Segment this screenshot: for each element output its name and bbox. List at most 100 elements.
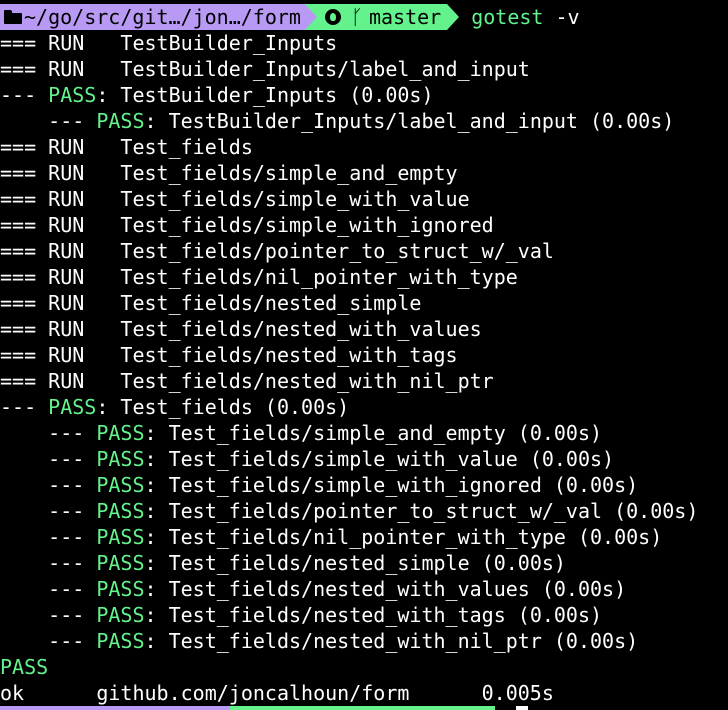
line-prefix: ---: [0, 629, 97, 653]
output-line: === RUN Test_fields/simple_and_empty: [0, 160, 728, 186]
line-text: Test_fields/simple_and_empty: [120, 161, 458, 185]
output-line: === RUN TestBuilder_Inputs: [0, 30, 728, 56]
output-line: --- PASS: TestBuilder_Inputs (0.00s): [0, 82, 728, 108]
line-prefix: ---: [0, 525, 97, 549]
output-line: === RUN Test_fields/simple_with_value: [0, 186, 728, 212]
status-label: PASS: [96, 473, 145, 497]
line-text: Test_fields/nested_with_tags: [120, 343, 458, 367]
output-line: --- PASS: Test_fields/nil_pointer_with_t…: [0, 524, 728, 550]
prompt-path: ~/go/src/git…/jon…/form: [24, 5, 301, 29]
prompt-end-arrow: [447, 4, 460, 30]
line-text: Test_fields/pointer_to_struct_w/_val: [120, 239, 554, 263]
output-line: === RUN Test_fields/nested_with_tags: [0, 342, 728, 368]
output-line: --- PASS: TestBuilder_Inputs/label_and_i…: [0, 108, 728, 134]
line-prefix: === RUN: [0, 317, 121, 341]
line-text: Test_fields/nested_with_values: [120, 317, 482, 341]
folder-icon: [4, 10, 22, 24]
status-label: PASS: [96, 499, 145, 523]
terminal-output: === RUN TestBuilder_Inputs=== RUN TestBu…: [0, 30, 728, 706]
prompt-separator-arrow: [304, 4, 317, 30]
status-label: PASS: [0, 655, 49, 679]
line-text: Test_fields/simple_with_value: [120, 187, 470, 211]
line-text: TestBuilder_Inputs: [120, 31, 338, 55]
status-label: PASS: [96, 603, 145, 627]
next-prompt-git-segment: [230, 706, 495, 710]
line-prefix: === RUN: [0, 57, 121, 81]
line-prefix: === RUN: [0, 291, 121, 315]
output-line: === RUN Test_fields: [0, 134, 728, 160]
status-label: PASS: [96, 629, 145, 653]
output-line: PASS: [0, 654, 728, 680]
status-label: PASS: [48, 395, 97, 419]
output-line: --- PASS: Test_fields/pointer_to_struct_…: [0, 498, 728, 524]
status-label: PASS: [96, 447, 145, 471]
next-prompt-path-segment: [0, 706, 230, 710]
line-text: TestBuilder_Inputs/label_and_input: [120, 57, 530, 81]
line-prefix: === RUN: [0, 265, 121, 289]
status-label: PASS: [96, 577, 145, 601]
line-prefix: ---: [0, 83, 49, 107]
line-text: Test_fields/simple_with_ignored: [120, 213, 494, 237]
terminal-cursor[interactable]: [516, 706, 528, 710]
line-prefix: ---: [0, 551, 97, 575]
line-text: : Test_fields/simple_and_empty (0.00s): [144, 421, 603, 445]
status-label: PASS: [96, 109, 145, 133]
command-arg: -v: [543, 5, 580, 29]
command-text: gotest -v: [459, 5, 579, 29]
line-prefix: ---: [0, 499, 97, 523]
github-icon: [324, 9, 341, 25]
output-line: --- PASS: Test_fields/nested_with_values…: [0, 576, 728, 602]
status-label: PASS: [96, 525, 145, 549]
line-text: : Test_fields/pointer_to_struct_w/_val (…: [144, 499, 699, 523]
output-line: === RUN Test_fields/nested_simple: [0, 290, 728, 316]
command-name: gotest: [471, 5, 544, 29]
line-prefix: ---: [0, 421, 97, 445]
output-line: --- PASS: Test_fields/nested_with_nil_pt…: [0, 628, 728, 654]
prompt-path-segment: ~/go/src/git…/jon…/form: [0, 4, 305, 30]
output-line: --- PASS: Test_fields/simple_and_empty (…: [0, 420, 728, 446]
line-text: : Test_fields/simple_with_ignored (0.00s…: [144, 473, 639, 497]
line-prefix: === RUN: [0, 135, 121, 159]
output-line: --- PASS: Test_fields/nested_with_tags (…: [0, 602, 728, 628]
output-line: === RUN TestBuilder_Inputs/label_and_inp…: [0, 56, 728, 82]
line-text: : Test_fields/nested_with_values (0.00s): [144, 577, 627, 601]
line-text: : Test_fields/nested_with_nil_ptr (0.00s…: [144, 629, 639, 653]
line-prefix: === RUN: [0, 239, 121, 263]
line-prefix: ---: [0, 447, 97, 471]
output-line: === RUN Test_fields/nil_pointer_with_typ…: [0, 264, 728, 290]
prompt-branch: master: [368, 5, 442, 29]
line-text: Test_fields: [120, 135, 253, 159]
line-prefix: === RUN: [0, 31, 121, 55]
status-label: PASS: [96, 421, 145, 445]
output-line: === RUN Test_fields/nested_with_nil_ptr: [0, 368, 728, 394]
output-line: === RUN Test_fields/simple_with_ignored: [0, 212, 728, 238]
output-line: ok github.com/joncalhoun/form 0.005s: [0, 680, 728, 706]
line-prefix: === RUN: [0, 161, 121, 185]
line-prefix: ---: [0, 109, 97, 133]
line-text: : Test_fields/nil_pointer_with_type (0.0…: [144, 525, 663, 549]
output-line: --- PASS: Test_fields (0.00s): [0, 394, 728, 420]
line-prefix: === RUN: [0, 369, 121, 393]
line-prefix: ---: [0, 603, 97, 627]
output-line: --- PASS: Test_fields/nested_simple (0.0…: [0, 550, 728, 576]
line-text: Test_fields/nested_with_nil_ptr: [120, 369, 494, 393]
line-prefix: ---: [0, 577, 97, 601]
line-text: Test_fields/nil_pointer_with_type: [120, 265, 518, 289]
line-text: : Test_fields (0.00s): [96, 395, 350, 419]
branch-icon: ᚴ: [350, 5, 363, 29]
line-prefix: === RUN: [0, 343, 121, 367]
output-line: --- PASS: Test_fields/simple_with_value …: [0, 446, 728, 472]
line-text: Test_fields/nested_simple: [120, 291, 422, 315]
line-prefix: ok github.com/joncalhoun/form 0.005s: [0, 681, 554, 705]
line-prefix: ---: [0, 473, 97, 497]
line-text: : TestBuilder_Inputs (0.00s): [96, 83, 434, 107]
output-line: === RUN Test_fields/nested_with_values: [0, 316, 728, 342]
line-text: : Test_fields/simple_with_value (0.00s): [144, 447, 615, 471]
output-line: === RUN Test_fields/pointer_to_struct_w/…: [0, 238, 728, 264]
line-text: : Test_fields/nested_with_tags (0.00s): [144, 603, 603, 627]
status-label: PASS: [96, 551, 145, 575]
next-prompt-bar: [0, 706, 728, 710]
line-text: : TestBuilder_Inputs/label_and_input (0.…: [144, 109, 675, 133]
